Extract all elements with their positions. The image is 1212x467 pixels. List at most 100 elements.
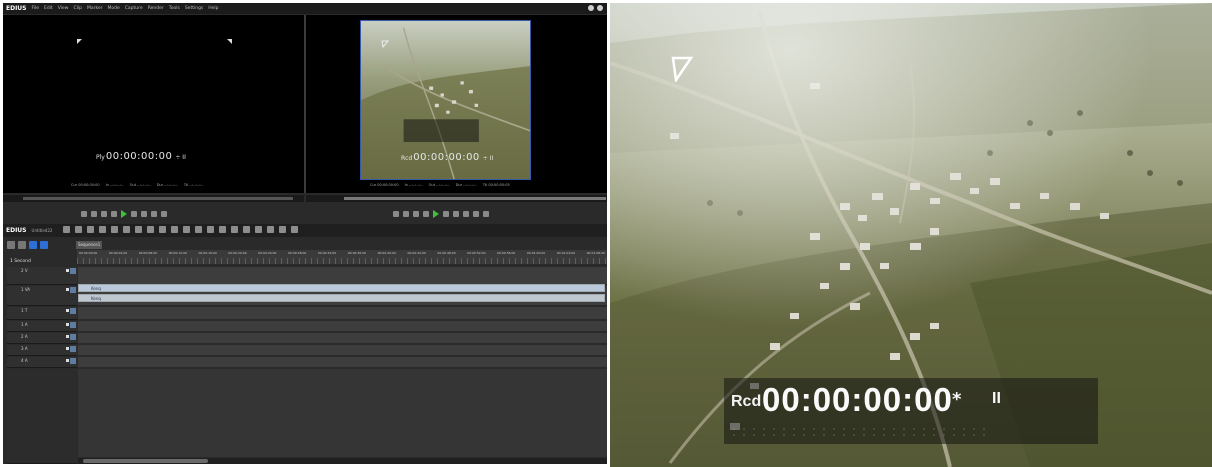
rewind-icon[interactable]	[423, 210, 429, 217]
menu-edit[interactable]: Edit	[44, 6, 53, 11]
set-out-icon[interactable]	[91, 210, 97, 217]
monitor-divider[interactable]	[304, 15, 306, 193]
track-lock-icon[interactable]	[66, 335, 69, 338]
play-icon[interactable]	[433, 209, 439, 218]
track-patch-icon[interactable]	[70, 346, 76, 352]
copy-icon[interactable]	[111, 226, 118, 233]
ripple-mode-icon[interactable]	[40, 241, 48, 249]
timeline-scrollbar[interactable]	[78, 458, 607, 464]
save-icon[interactable]	[87, 226, 94, 233]
track-lane[interactable]	[78, 267, 607, 285]
stop-icon[interactable]	[413, 210, 419, 217]
fast-forward-icon[interactable]	[443, 210, 449, 217]
loop-icon[interactable]	[453, 210, 459, 217]
overwrite-icon[interactable]	[161, 210, 167, 217]
track-header[interactable]: 1 VA	[7, 286, 77, 306]
player-monitor[interactable]: Ply00:00:00:00÷ II Cur 00:00:00:00 In --…	[3, 15, 304, 193]
track-lock-icon[interactable]	[66, 269, 69, 272]
prev-edit-icon[interactable]	[463, 210, 469, 217]
recorder-scrub-bar[interactable]	[306, 195, 607, 202]
stop-icon[interactable]	[101, 210, 107, 217]
track-patch-icon[interactable]	[70, 322, 76, 328]
set-out-icon[interactable]	[403, 210, 409, 217]
track-patch-icon[interactable]	[70, 268, 76, 274]
properties-icon[interactable]	[291, 226, 298, 233]
play-icon[interactable]	[121, 209, 127, 218]
set-in-icon[interactable]	[81, 210, 87, 217]
ripple-icon[interactable]	[183, 226, 190, 233]
track-header[interactable]: 2 A	[7, 333, 77, 344]
track-header[interactable]: 3 A	[7, 345, 77, 356]
track-lock-icon[interactable]	[66, 359, 69, 362]
paste-icon[interactable]	[123, 226, 130, 233]
menu-tools[interactable]: Tools	[168, 6, 180, 11]
menu-capture[interactable]: Capture	[124, 6, 143, 11]
track-patch-icon[interactable]	[70, 358, 76, 364]
track-lane[interactable]	[78, 307, 607, 320]
track-header[interactable]: 4 A	[7, 357, 77, 368]
track-lane[interactable]	[78, 321, 607, 332]
render-icon[interactable]	[243, 226, 250, 233]
menu-clip[interactable]: Clip	[73, 6, 82, 11]
track-lane[interactable]	[78, 345, 607, 356]
menu-settings[interactable]: Settings	[184, 6, 204, 11]
snap-icon[interactable]	[195, 226, 202, 233]
menu-mode[interactable]: Mode	[107, 6, 120, 11]
cut-icon[interactable]	[99, 226, 106, 233]
menu-marker[interactable]: Marker	[86, 6, 103, 11]
insert-icon[interactable]	[151, 210, 157, 217]
tab-sequence[interactable]: Sequence1	[76, 241, 102, 249]
track-lock-icon[interactable]	[66, 309, 69, 312]
track-patch-icon[interactable]	[70, 308, 76, 314]
marker-icon[interactable]	[207, 226, 214, 233]
layout-icon[interactable]	[267, 226, 274, 233]
settings-icon[interactable]	[597, 5, 603, 11]
undo-icon[interactable]	[147, 226, 154, 233]
scrollbar-thumb[interactable]	[83, 459, 208, 463]
export-icon[interactable]	[483, 210, 489, 217]
track-lock-icon[interactable]	[66, 288, 69, 291]
video-clip[interactable]: Kenq	[78, 284, 605, 292]
player-in: In --:--:--:--	[105, 183, 124, 187]
delete-icon[interactable]	[135, 226, 142, 233]
track-patch-icon[interactable]	[70, 334, 76, 340]
mode-icon[interactable]	[7, 241, 15, 249]
open-icon[interactable]	[75, 226, 82, 233]
audio-clip[interactable]: Kenq	[78, 294, 605, 302]
timeline-scale[interactable]: 1 Second	[10, 259, 31, 264]
redo-icon[interactable]	[159, 226, 166, 233]
player-scrub-bar[interactable]	[3, 195, 304, 202]
track-header[interactable]: 2 V	[7, 267, 77, 285]
ruler-label: 00:01:00;00	[526, 251, 546, 255]
fullscreen-icon[interactable]	[279, 226, 286, 233]
track-patch-icon[interactable]	[70, 287, 76, 293]
track-lane[interactable]	[78, 357, 607, 368]
mode-icon[interactable]	[18, 241, 26, 249]
fast-forward-icon[interactable]	[131, 210, 137, 217]
rewind-icon[interactable]	[111, 210, 117, 217]
track-header[interactable]: 1 A	[7, 321, 77, 332]
track-header[interactable]: 1 T	[7, 307, 77, 320]
menu-view[interactable]: View	[57, 6, 69, 11]
export-icon[interactable]	[255, 226, 262, 233]
track-lane[interactable]	[78, 333, 607, 344]
next-edit-icon[interactable]	[473, 210, 479, 217]
timeline-empty-area[interactable]	[78, 369, 607, 458]
audio-mixer-icon[interactable]	[231, 226, 238, 233]
loop-icon[interactable]	[141, 210, 147, 217]
sync-lock-icon[interactable]	[29, 241, 37, 249]
menu-help[interactable]: Help	[208, 6, 219, 11]
track-lock-icon[interactable]	[66, 347, 69, 350]
menu-render[interactable]: Render	[147, 6, 164, 11]
set-in-icon[interactable]	[393, 210, 399, 217]
title-icon[interactable]	[219, 226, 226, 233]
menu-file[interactable]: File	[31, 6, 40, 11]
help-icon[interactable]	[588, 5, 594, 11]
ruler-label: 00:00:44;00	[407, 251, 426, 255]
recorder-scrub-track[interactable]	[344, 197, 606, 200]
track-lock-icon[interactable]	[66, 323, 69, 326]
new-sequence-icon[interactable]	[63, 226, 70, 233]
split-icon[interactable]	[171, 226, 178, 233]
player-scrub-track[interactable]	[23, 197, 293, 200]
